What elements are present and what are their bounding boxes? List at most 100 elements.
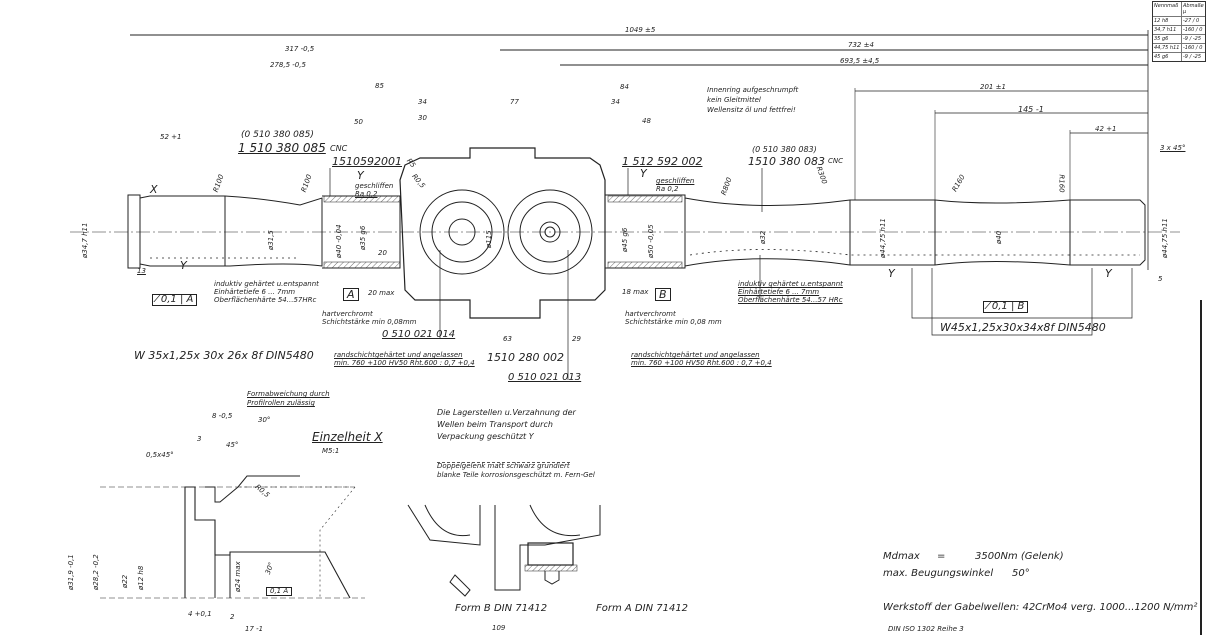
- radius-r160-b: R160: [1057, 174, 1066, 193]
- detail-x-note-2: Profilrollen zulässig: [247, 399, 315, 407]
- right-bearing-ring: [519, 201, 581, 263]
- ground-right: geschliffen: [656, 177, 695, 185]
- runout-symbol-icon: ⁄: [156, 294, 161, 305]
- dim-13: 13: [137, 267, 146, 275]
- deviation-cell: -160 / 0: [1183, 45, 1203, 51]
- detail-x-scale: M5:1: [322, 447, 340, 455]
- right-bearing-hub: [539, 221, 561, 243]
- spec-angle-value: 50°: [1012, 568, 1030, 579]
- y-mark-left: Y: [180, 259, 187, 272]
- nominal-cell: 45 g6: [1153, 53, 1182, 61]
- y-mark-right-2: Y: [1105, 267, 1112, 280]
- dia-left-seat-b: ø35 g6: [359, 225, 367, 250]
- case-left-1: randschichtgehärtet und angelassen: [334, 351, 463, 359]
- nominal-cell: 44,75 h11: [1153, 44, 1182, 52]
- left-bearing-hub: [448, 218, 476, 246]
- dim-5: 5: [1158, 275, 1163, 283]
- dim-109: 109: [492, 624, 506, 632]
- detail-x-dia1: ø31,9 -0,1: [67, 554, 75, 590]
- dim-chamfer-right: 3 x 45°: [1160, 144, 1186, 152]
- dim-84: 84: [620, 83, 629, 91]
- y-mark-right-1: Y: [888, 267, 895, 280]
- detail-x-d3: 3: [197, 435, 202, 443]
- ind-right-1: induktiv gehärtet u.entspannt: [738, 280, 843, 288]
- dim-34-right: 34: [611, 98, 620, 106]
- ind-right-3: Oberflächenhärte 54...57 HRc: [738, 296, 843, 304]
- paint-note-2: blanke Teile korrosionsgeschützt m. Fern…: [437, 471, 595, 479]
- runout-value: 0,1: [160, 294, 177, 305]
- chrome-right-2: Schichtstärke min 0,08 mm: [625, 318, 722, 326]
- detail-x-dia3: ø22: [121, 574, 129, 588]
- dim-42: 42 +1: [1095, 125, 1117, 133]
- part-right-spline-old: (0 510 380 083): [752, 145, 817, 154]
- part-left-bearing: 1510592001: [332, 155, 402, 168]
- dim-30: 30: [418, 114, 427, 122]
- spline-right: W45x1,25x30x34x8f DIN5480: [940, 321, 1106, 334]
- part-lube-a: 0 510 021 014: [382, 329, 456, 340]
- transport-note-3: Verpackung geschützt Y: [437, 432, 534, 441]
- dim-overall: 1049 ±5: [625, 26, 656, 34]
- dia-left-seat-a: ø40 -0,04: [335, 224, 343, 258]
- deviation-cell: -9 / -25: [1183, 36, 1202, 42]
- dim-278: 278,5 -0,5: [270, 61, 306, 69]
- dia-right-end: ø44,75 h11: [1161, 218, 1169, 258]
- dim-201: 201 ±1: [980, 83, 1006, 91]
- dim-85: 85: [375, 82, 384, 90]
- inner-ring-note-1: Innenring aufgeschrumpft: [707, 86, 799, 94]
- case-right-1: randschichtgehärtet und angelassen: [631, 351, 760, 359]
- ground-left: geschliffen: [355, 182, 394, 190]
- transport-note-1: Die Lagerstellen u.Verzahnung der: [437, 408, 576, 417]
- nominal-cell: 34,7 h11: [1153, 26, 1182, 34]
- detail-x-note-1: Formabweichung durch: [247, 390, 330, 398]
- chrome-left-2: Schichtstärke min 0,08mm: [322, 318, 417, 326]
- dim-63: 63: [503, 335, 512, 343]
- chrome-left-1: hartverchromt: [322, 310, 373, 318]
- detail-x-dia5: ø24 max: [234, 561, 242, 592]
- deviation-cell: -160 / 0: [1183, 27, 1203, 33]
- ground-right-ra: Ra 0,2: [656, 185, 679, 193]
- border-line: [1200, 300, 1202, 635]
- dia-right-mid2: ø40: [995, 230, 1003, 244]
- grease-nipple: [544, 226, 556, 238]
- table-header: Abmaße μ: [1183, 3, 1204, 15]
- runout-symbol-icon: ⁄: [987, 301, 992, 312]
- table-row: 45 g6-9 / -25: [1153, 52, 1205, 61]
- dia-right-mid: ø32: [759, 230, 767, 244]
- case-left-2: min. 760 +100 HV50 Rht.600 : 0,7 +0,4: [334, 359, 475, 367]
- detail-x-title: Einzelheit X: [312, 430, 383, 444]
- detail-x-dia4: ø12 h8: [137, 565, 145, 590]
- detail-x-marker: X: [150, 183, 158, 196]
- runout-frame-left: ⁄ 0,1 | A: [152, 294, 198, 306]
- transport-note-2: Wellen beim Transport durch: [437, 420, 553, 429]
- part-left-spline-suffix: CNC: [330, 144, 348, 153]
- y-mark-left-bearing: Y: [357, 169, 364, 182]
- detail-x-ang45: 45°: [226, 441, 239, 449]
- detail-x-ang30: 30°: [258, 416, 271, 424]
- tolerance-bracket: [911, 268, 1133, 319]
- runout-value: 0,1: [991, 301, 1008, 312]
- dim-145: 145 -1: [1018, 105, 1044, 114]
- dim-77: 77: [510, 98, 519, 106]
- part-right-bearing: 1 512 592 002: [622, 155, 703, 168]
- dim-34-left: 34: [418, 98, 427, 106]
- datum-a: A: [343, 288, 359, 301]
- table-row: 44,75 h11-160 / 0: [1153, 43, 1205, 52]
- part-lube-b: 0 510 021 013: [508, 372, 582, 383]
- chrome-right-1: hartverchromt: [625, 310, 676, 318]
- spec-torque-value: 3500Nm (Gelenk): [975, 551, 1064, 562]
- nominal-cell: 12 h8: [1153, 17, 1182, 25]
- spec-angle-label: max. Beugungswinkel: [883, 568, 994, 579]
- ind-left-2: Einhärtetiefe 6 ... 7mm: [214, 288, 296, 296]
- inner-ring-note-2: kein Gleitmittel: [707, 96, 761, 104]
- ground-left-ra: Ra 0,2: [355, 190, 378, 198]
- part-right-spline-suffix: CNC: [828, 157, 844, 165]
- yoke-body: [399, 147, 606, 319]
- ind-right-2: Einhärtetiefe 6 ... 7mm: [738, 288, 820, 296]
- table-row: 12 h8-27 / 0: [1153, 16, 1205, 25]
- detail-x-d8: 8 -0,5: [212, 412, 233, 420]
- detail-x-chamfer: 0,5x45°: [146, 451, 174, 459]
- hatch-area: [607, 261, 683, 269]
- part-left-spline-old: (0 510 380 085): [241, 130, 314, 140]
- spec-torque-label: Mdmax: [883, 551, 920, 562]
